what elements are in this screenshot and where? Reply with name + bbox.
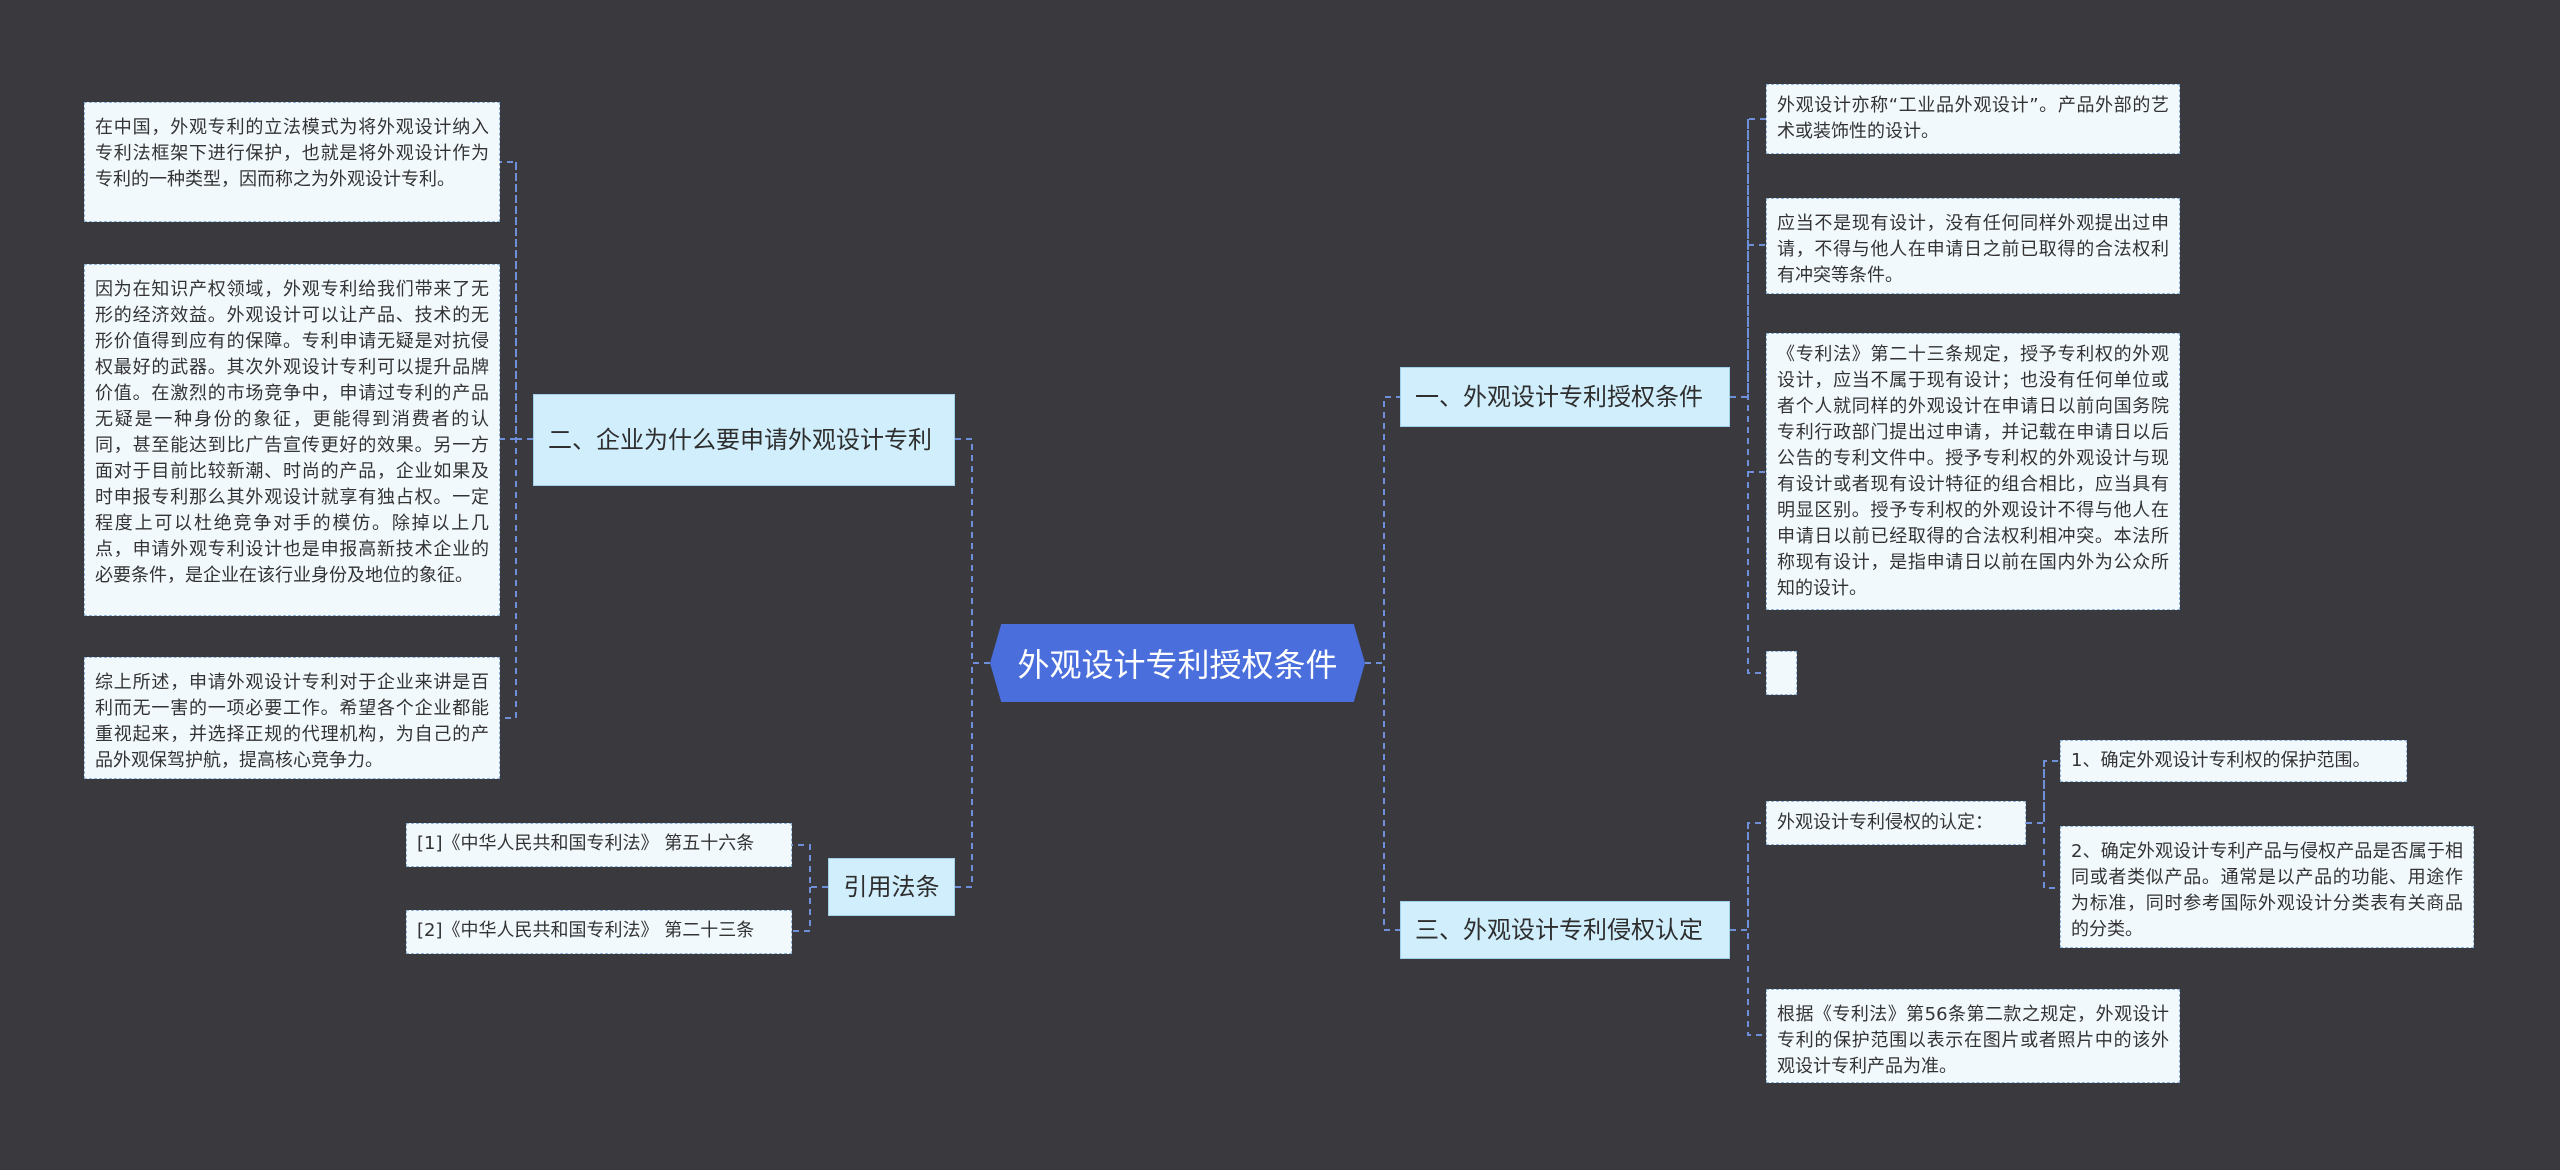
link-root-b1 — [1365, 396, 1400, 664]
leaf-text: 根据《专利法》第56条第二款之规定，外观设计专利的保护范围以表示在图片或者照片中… — [1777, 1004, 2169, 1077]
branch-label: 三、外观设计专利侵权认定 — [1415, 916, 1703, 944]
link-b3-leaves — [1730, 822, 1766, 1036]
leaf-text: [1]《中华人民共和国专利法》 第五十六条 — [417, 833, 755, 854]
branch-cited-laws[interactable]: 引用法条 — [828, 858, 955, 916]
link-b4-leaves — [792, 844, 828, 932]
leaf-economic-benefits[interactable]: 因为在知识产权领域，外观专利给我们带来了无形的经济效益。外观设计可以让产品、技术… — [84, 264, 500, 616]
leaf-text: 外观设计亦称“工业品外观设计”。产品外部的艺术或装饰性的设计。 — [1777, 95, 2169, 142]
leaf-text: 综上所述，申请外观设计专利对于企业来讲是百利而无一害的一项必要工作。希望各个企业… — [95, 672, 489, 771]
link-b1-leaves — [1730, 118, 1766, 674]
leaf-text: 因为在知识产权领域，外观专利给我们带来了无形的经济效益。外观设计可以让产品、技术… — [95, 279, 489, 586]
leaf-infringement-criteria[interactable]: 外观设计专利侵权的认定： — [1766, 801, 2026, 845]
leaf-text: 在中国，外观专利的立法模式为将外观设计纳入专利法框架下进行保护，也就是将外观设计… — [95, 117, 489, 190]
leaf-article-56[interactable]: 根据《专利法》第56条第二款之规定，外观设计专利的保护范围以表示在图片或者照片中… — [1766, 989, 2180, 1083]
branch-label: 引用法条 — [843, 873, 940, 901]
link-root-b4 — [955, 662, 990, 888]
leaf-text: 外观设计专利侵权的认定： — [1777, 812, 1993, 833]
branch-why-apply[interactable]: 二、企业为什么要申请外观设计专利 — [533, 394, 955, 486]
leaf-text: 1、确定外观设计专利权的保护范围。 — [2071, 750, 2371, 771]
link-root-b2 — [955, 438, 990, 664]
leaf-text: 应当不是现有设计，没有任何同样外观提出过申请，不得与他人在申请日之前已取得的合法… — [1777, 213, 2169, 286]
leaf-text: [2]《中华人民共和国专利法》 第二十三条 — [417, 920, 755, 941]
leaf-conclusion[interactable]: 综上所述，申请外观设计专利对于企业来讲是百利而无一害的一项必要工作。希望各个企业… — [84, 657, 500, 779]
leaf-text: 2、确定外观设计专利产品与侵权产品是否属于相同或者类似产品。通常是以产品的功能、… — [2071, 841, 2463, 940]
link-b2-leaves — [500, 161, 533, 719]
leaf-law-citation-56[interactable]: [1]《中华人民共和国专利法》 第五十六条 — [406, 823, 792, 867]
leaf-text: 《专利法》第二十三条规定，授予专利权的外观设计，应当不属于现有设计；也没有任何单… — [1777, 344, 2169, 599]
branch-authorization-conditions[interactable]: 一、外观设计专利授权条件 — [1400, 367, 1730, 427]
branch-label: 二、企业为什么要申请外观设计专利 — [548, 426, 932, 454]
branch-infringement-determination[interactable]: 三、外观设计专利侵权认定 — [1400, 901, 1730, 959]
leaf-law-citation-23[interactable]: [2]《中华人民共和国专利法》 第二十三条 — [406, 910, 792, 954]
branch-label: 一、外观设计专利授权条件 — [1415, 383, 1703, 411]
leaf-design-definition[interactable]: 外观设计亦称“工业品外观设计”。产品外部的艺术或装饰性的设计。 — [1766, 84, 2180, 154]
leaf-patent-law-article-23[interactable]: 《专利法》第二十三条规定，授予专利权的外观设计，应当不属于现有设计；也没有任何单… — [1766, 333, 2180, 610]
leaf-novelty-condition[interactable]: 应当不是现有设计，没有任何同样外观提出过申请，不得与他人在申请日之前已取得的合法… — [1766, 198, 2180, 294]
link-b31-subleaves — [2026, 760, 2060, 889]
leaf-legislation-mode[interactable]: 在中国，外观专利的立法模式为将外观设计纳入专利法框架下进行保护，也就是将外观设计… — [84, 102, 500, 222]
leaf-empty[interactable] — [1766, 651, 1797, 695]
root-label: 外观设计专利授权条件 — [1017, 646, 1338, 684]
link-root-b3 — [1365, 662, 1400, 931]
root-node[interactable]: 外观设计专利授权条件 — [990, 624, 1365, 702]
leaf-criteria-similarity[interactable]: 2、确定外观设计专利产品与侵权产品是否属于相同或者类似产品。通常是以产品的功能、… — [2060, 826, 2474, 948]
leaf-criteria-scope[interactable]: 1、确定外观设计专利权的保护范围。 — [2060, 740, 2407, 782]
